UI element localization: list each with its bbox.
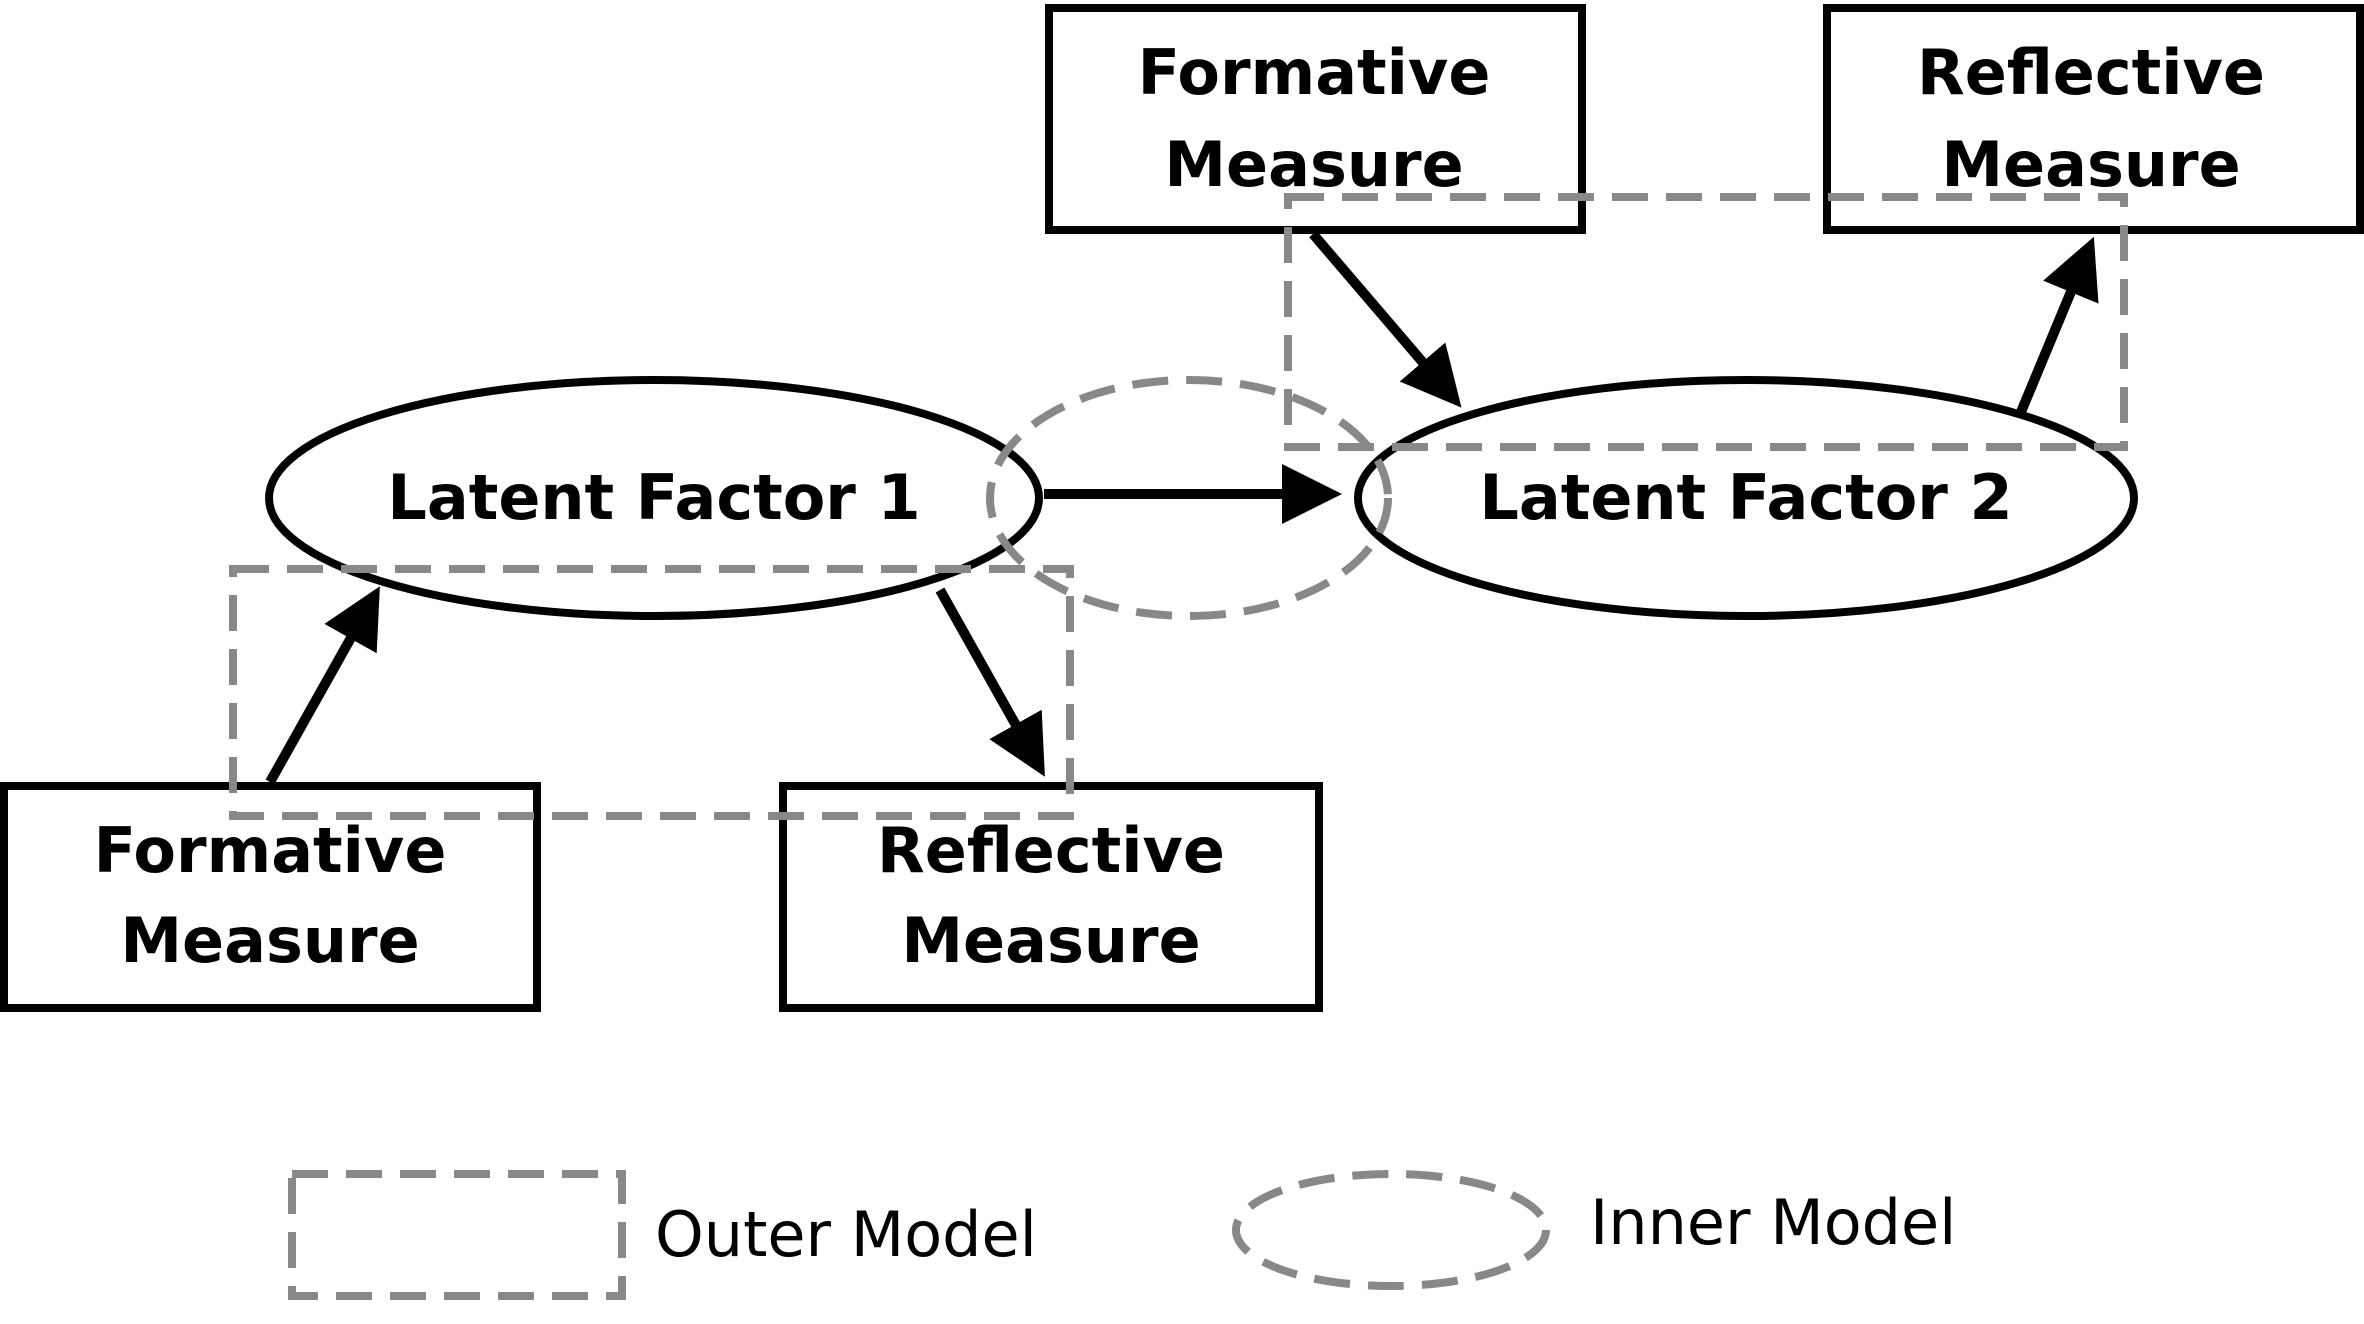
legend-outer-model-label: Outer Model — [655, 1198, 1037, 1271]
reflective-measure-bottom-line1: Reflective — [877, 814, 1225, 887]
formative-measure-top-line1: Formative — [1138, 36, 1491, 109]
latent-factor-2-label: Latent Factor 2 — [1479, 461, 2012, 534]
reflective-measure-box-bottom — [779, 782, 1323, 1012]
inner-model-region — [986, 376, 1392, 620]
legend-outer-model-swatch — [288, 1170, 626, 1300]
formative-measure-bottom-line2: Measure — [120, 904, 419, 977]
latent-factor-1-ellipse — [265, 376, 1043, 620]
latent-factor-1-label: Latent Factor 1 — [387, 461, 920, 534]
reflective-measure-bottom-line2: Measure — [901, 904, 1200, 977]
formative-measure-box-bottom — [0, 782, 541, 1012]
formative-measure-bottom-line1: Formative — [94, 814, 447, 887]
legend-inner-model-swatch — [1232, 1170, 1550, 1290]
reflective-measure-top-line2: Measure — [1941, 128, 2240, 201]
legend-inner-model-label: Inner Model — [1590, 1186, 1956, 1259]
arrow-formative-to-latent-2 — [1309, 230, 1462, 408]
arrow-formative-to-latent-1 — [265, 586, 380, 785]
reflective-measure-top-line1: Reflective — [1917, 36, 2265, 109]
formative-measure-top-line2: Measure — [1164, 128, 1463, 201]
arrow-latent-2-to-reflective — [2016, 236, 2099, 414]
arrow-latent-1-to-reflective — [935, 587, 1045, 777]
latent-factor-2-ellipse — [1354, 376, 2138, 620]
